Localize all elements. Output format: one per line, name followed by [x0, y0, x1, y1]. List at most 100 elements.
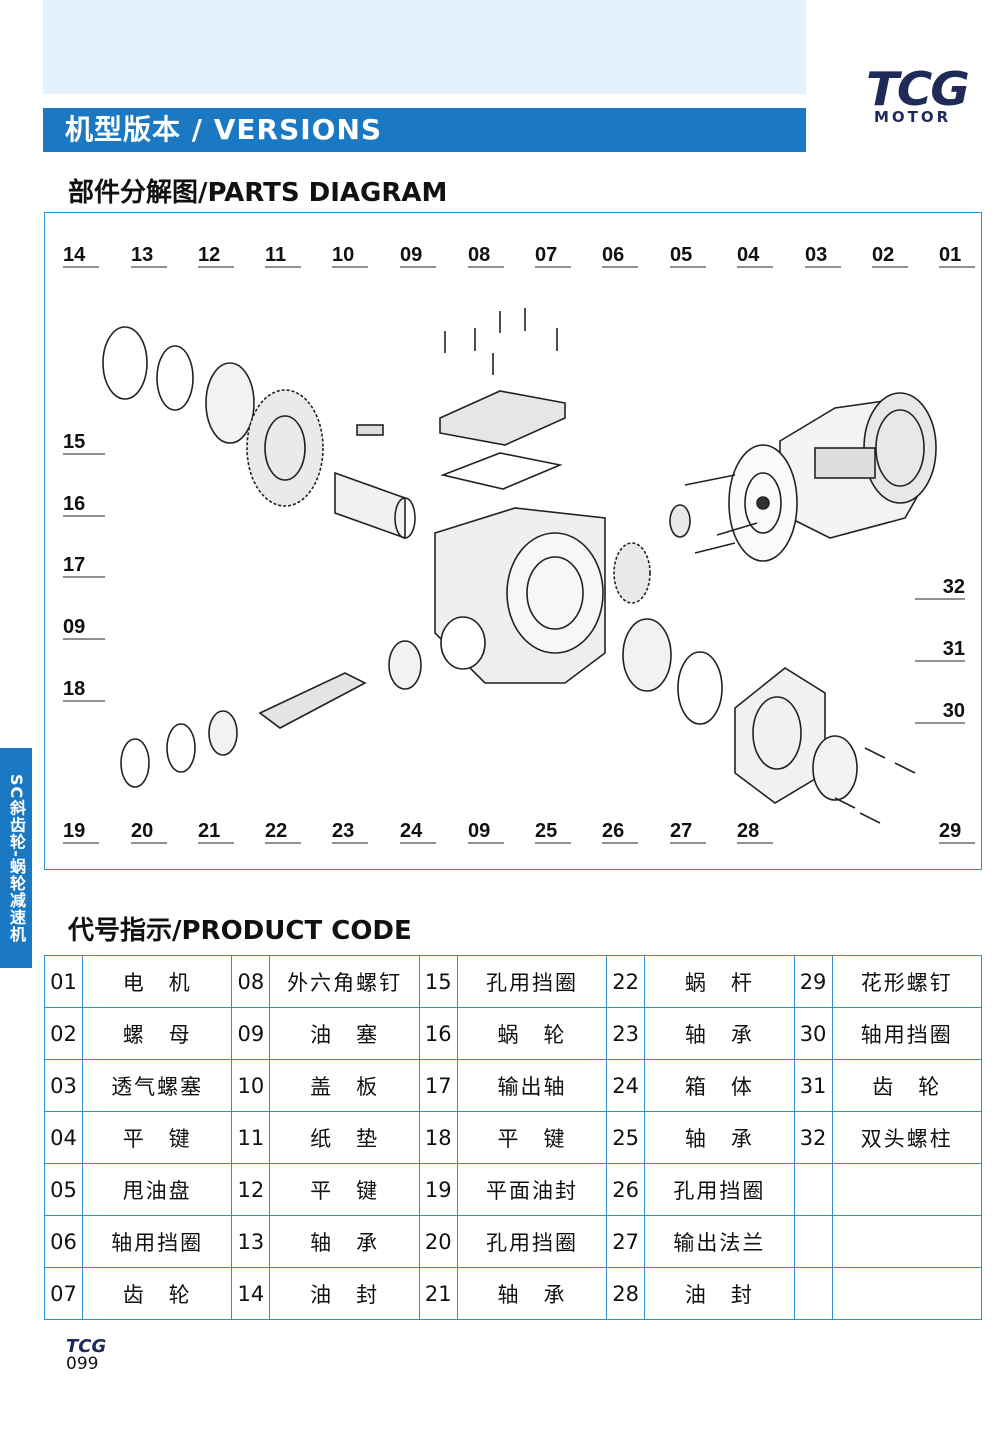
- part-name: 螺 母: [81, 1007, 233, 1060]
- part-code: 24: [606, 1059, 646, 1112]
- part-number-label: 25: [535, 820, 557, 842]
- part-number-label: 27: [670, 820, 692, 842]
- part-name: 平面油封: [456, 1163, 608, 1216]
- part-number-label: 02: [872, 244, 894, 266]
- part-code: [793, 1215, 833, 1268]
- part-number-label: 09: [468, 820, 490, 842]
- footer-logo: TCG: [66, 1336, 107, 1357]
- part-number-label: 12: [198, 244, 220, 266]
- part-code: 11: [231, 1111, 271, 1164]
- circlip-26-drawing: [677, 651, 723, 725]
- part-number-label: 29: [939, 820, 961, 842]
- motor-drawing: [728, 392, 937, 562]
- part-name: 蜗 杆: [644, 955, 795, 1008]
- page-number: 099: [66, 1354, 99, 1374]
- worm-wheel-drawing: [246, 389, 324, 507]
- part-name: 纸 垫: [269, 1111, 420, 1164]
- part-name: 轴 承: [456, 1267, 608, 1320]
- part-name: 孔用挡圈: [644, 1163, 795, 1216]
- part-number-label: 11: [265, 244, 286, 266]
- part-name: 甩油盘: [81, 1163, 233, 1216]
- bearing-13-drawing: [205, 362, 255, 444]
- part-name: 孔用挡圈: [456, 1215, 608, 1268]
- part-name: 轴用挡圈: [81, 1215, 233, 1268]
- part-code: 21: [418, 1267, 458, 1320]
- part-number-label: 14: [63, 244, 86, 266]
- part-code: 19: [418, 1163, 458, 1216]
- part-code: 25: [606, 1111, 646, 1164]
- part-number-label: 13: [131, 244, 153, 266]
- part-code: 03: [44, 1059, 83, 1112]
- part-code: 27: [606, 1215, 646, 1268]
- part-code: 09: [231, 1007, 271, 1060]
- part-code: 32: [793, 1111, 833, 1164]
- part-code: 16: [418, 1007, 458, 1060]
- part-code: 14: [231, 1267, 271, 1320]
- part-name: 轴用挡圈: [831, 1007, 983, 1060]
- leader-lines: [63, 266, 975, 844]
- parts-drawing: [102, 308, 937, 824]
- part-name: 箱 体: [644, 1059, 795, 1112]
- bolts-drawing: [444, 308, 558, 375]
- part-number-label: 10: [332, 244, 354, 266]
- part-number-label: 32: [943, 576, 965, 598]
- part-number-label: 07: [535, 244, 557, 266]
- part-name: 平 键: [456, 1111, 608, 1164]
- output-flange-drawing: [734, 667, 826, 804]
- part-number-label: 05: [670, 244, 692, 266]
- part-code: 05: [44, 1163, 83, 1216]
- part-name: 输出轴: [456, 1059, 608, 1112]
- part-code: 15: [418, 955, 458, 1008]
- gasket-drawing: [440, 452, 563, 490]
- part-number-label: 08: [468, 244, 490, 266]
- part-name: 齿 轮: [81, 1267, 233, 1320]
- parts-diagram-heading: 部件分解图/PARTS DIAGRAM: [68, 178, 448, 208]
- part-number-label: 20: [131, 820, 153, 842]
- part-number-label: 15: [63, 431, 85, 453]
- part-name: 输出法兰: [644, 1215, 795, 1268]
- key-12-drawing: [356, 424, 384, 436]
- part-name: 齿 轮: [831, 1059, 983, 1112]
- product-code-heading: 代号指示/PRODUCT CODE: [68, 916, 412, 946]
- part-code: 01: [44, 955, 83, 1008]
- part-name: 双头螺柱: [831, 1111, 983, 1164]
- part-code: 23: [606, 1007, 646, 1060]
- part-code: 06: [44, 1215, 83, 1268]
- part-code: 26: [606, 1163, 646, 1216]
- part-number-label: 28: [737, 820, 759, 842]
- part-number-label: 03: [805, 244, 827, 266]
- part-number-label: 01: [939, 244, 961, 266]
- cover-plate-drawing: [439, 390, 566, 446]
- oil-seal-14-drawing: [102, 326, 148, 400]
- part-name: 油 塞: [269, 1007, 420, 1060]
- part-name: 孔用挡圈: [456, 955, 608, 1008]
- part-number-label: 23: [332, 820, 354, 842]
- part-code: 07: [44, 1267, 83, 1320]
- part-code: 28: [606, 1267, 646, 1320]
- part-name: [831, 1267, 983, 1320]
- logo-main-text: TCG: [866, 62, 970, 116]
- part-number-label: 31: [943, 638, 965, 660]
- part-code: [793, 1163, 833, 1216]
- part-number-label: 04: [737, 244, 760, 266]
- part-code: 18: [418, 1111, 458, 1164]
- part-name: 蜗 轮: [456, 1007, 608, 1060]
- logo-sub-text: MOTOR: [874, 108, 952, 126]
- part-code: 04: [44, 1111, 83, 1164]
- part-name: 透气螺塞: [81, 1059, 233, 1112]
- bearing-21-drawing: [208, 710, 238, 756]
- circlip-20-drawing: [166, 723, 196, 773]
- part-number-label: 21: [198, 820, 220, 842]
- bearing-25-drawing: [622, 618, 672, 692]
- oil-seal-28-drawing: [812, 735, 858, 801]
- part-name: 油 封: [644, 1267, 795, 1320]
